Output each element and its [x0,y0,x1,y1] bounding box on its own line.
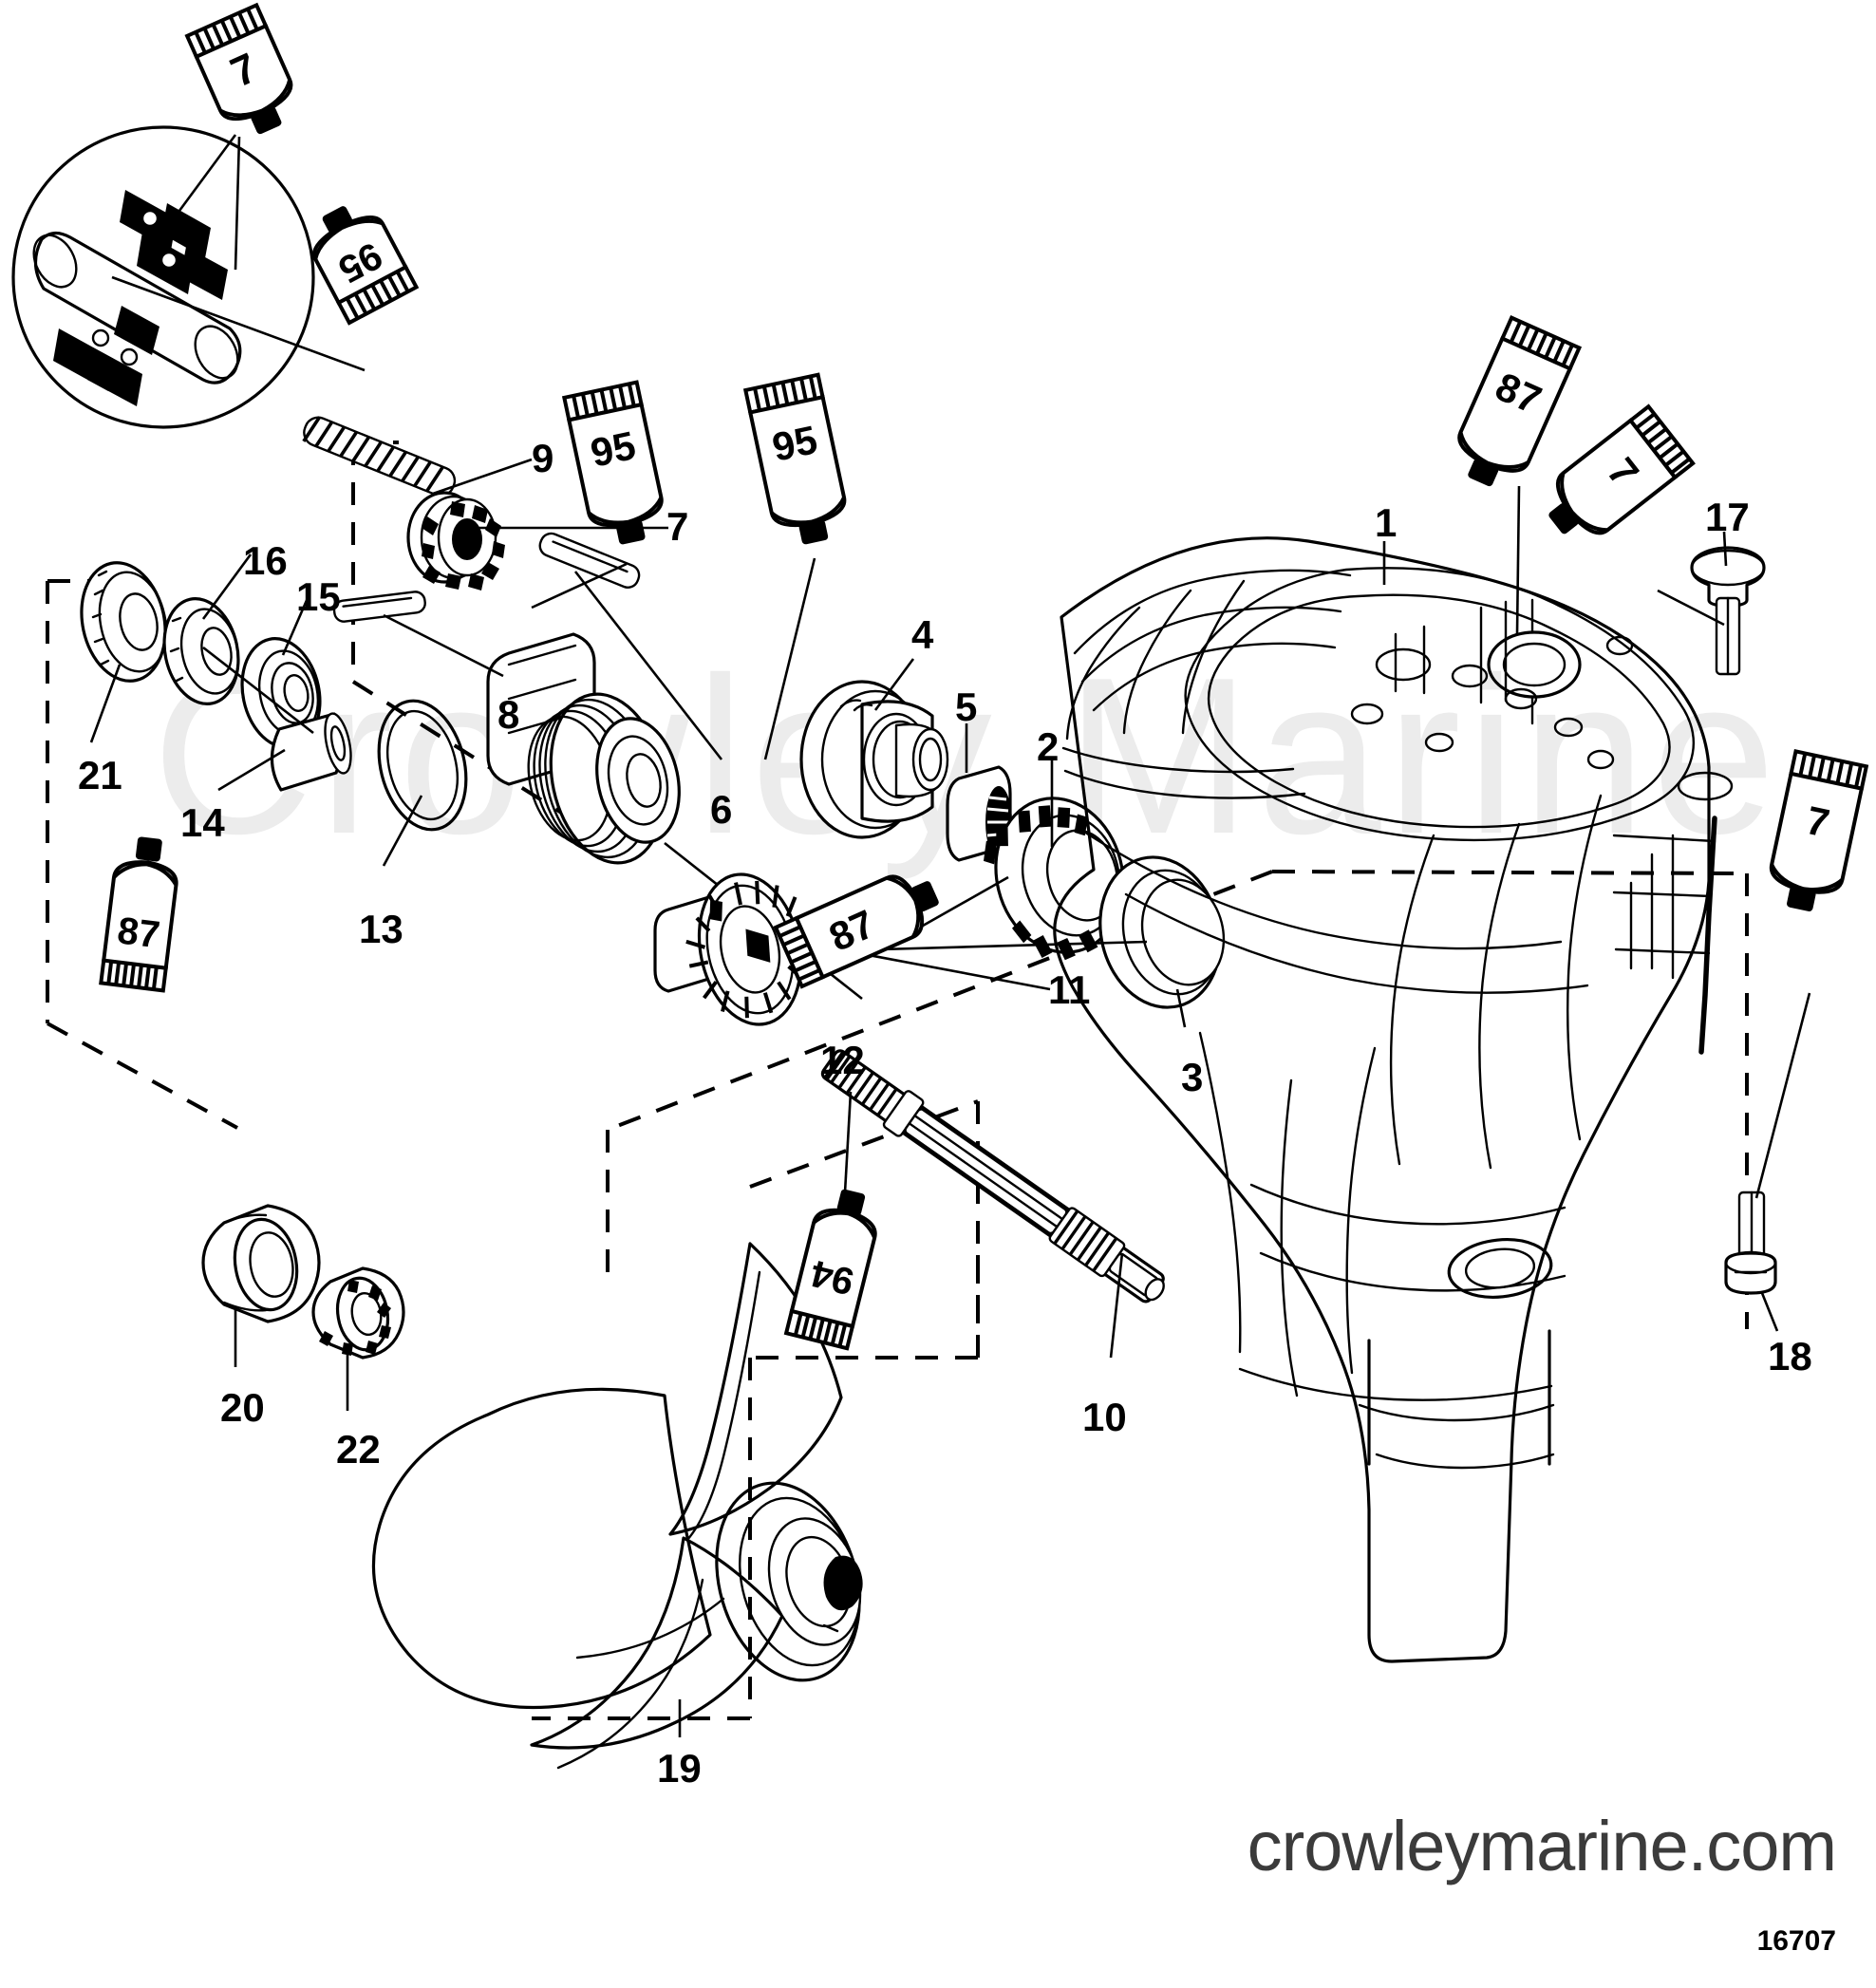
part-10-propeller-shaft [820,1049,1165,1359]
part-16-oil-seal [162,553,253,705]
callout-15[interactable]: 15 [296,574,341,619]
callout-11[interactable]: 11 [1048,967,1091,1012]
tube-87-bearing[interactable]: 87 [760,838,973,1020]
detail-view-circle [11,125,366,429]
callout-2[interactable]: 2 [1037,724,1060,769]
part-4-bearing-carrier [799,658,949,839]
callout-20[interactable]: 20 [220,1385,265,1430]
callout-4[interactable]: 4 [911,612,934,657]
leader-87-seal [202,646,314,735]
tube-87-housing[interactable]: 87 [1416,302,1608,530]
part-20-propeller-nut [201,1204,321,1367]
callout-18[interactable]: 18 [1768,1334,1812,1378]
callout-6[interactable]: 6 [710,787,733,832]
callout-22[interactable]: 22 [336,1427,381,1472]
svg-text:95: 95 [768,417,820,470]
callout-10[interactable]: 10 [1082,1395,1127,1439]
callout-21[interactable]: 21 [78,753,122,797]
callout-17[interactable]: 17 [1705,495,1750,539]
diagram-part-number: 16707 [1756,1925,1836,1957]
tube-95-clutch[interactable]: 95 [542,369,702,576]
part-14-spacer-sleeve [217,712,352,792]
svg-text:87: 87 [115,910,162,956]
callout-9[interactable]: 9 [532,436,554,480]
svg-text:94: 94 [806,1251,858,1303]
part-18-hex-bolt [1724,1191,1779,1332]
callout-13[interactable]: 13 [359,907,403,951]
part-11-forward-gear [653,872,1051,1026]
callout-14[interactable]: 14 [180,800,225,845]
callout-8[interactable]: 8 [497,692,520,737]
callout-12[interactable]: 12 [820,1038,865,1082]
callout-7[interactable]: 7 [666,504,689,549]
svg-text:95: 95 [587,422,639,476]
tube-94-prop[interactable]: 94 [764,1147,912,1361]
callout-5[interactable]: 5 [955,685,978,729]
callout-3[interactable]: 3 [1181,1055,1204,1099]
part-19-propeller [371,1242,863,1770]
part-8-cross-pin [332,591,504,678]
part-12-reverse-gear [486,632,863,1001]
tube-87-seal[interactable]: 87 [78,807,205,1013]
part-7-clutch-dog [406,491,668,591]
tube-leader-lines [531,485,1811,1199]
part-21-seal-carrier [80,561,168,743]
part-13-o-ring [377,699,468,867]
footer-site-url: crowleymarine.com [1247,1807,1837,1885]
assembly-guide-lines [46,441,1749,1720]
callout-1[interactable]: 1 [1375,500,1398,545]
callout-16[interactable]: 16 [243,538,288,583]
part-3-bearing-race [1098,855,1226,1028]
tube-7-detail[interactable]: 7 [161,0,334,174]
tube-95-pin[interactable]: 95 [723,362,885,578]
part-22-lock-nut [311,1266,405,1411]
part-1-gear-housing [1053,536,1734,1663]
part-6-roll-pin [538,532,723,760]
tube-7-bolt-lower[interactable]: 7 [1736,740,1876,947]
part-9-cross-pin-spring [302,416,533,497]
callout-19[interactable]: 19 [657,1746,702,1791]
part-17-hex-bolt [1690,531,1766,676]
tube-95-detail[interactable]: 95 [252,174,438,354]
tube-7-bolt-upper[interactable]: 7 [1502,384,1717,589]
